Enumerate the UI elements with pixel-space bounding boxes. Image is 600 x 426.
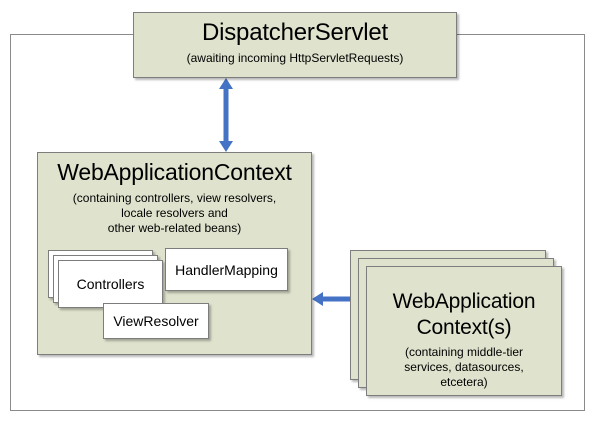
root-application-context-subtitle-line-3: etcetera)	[440, 375, 488, 389]
controllers-box: Controllers	[58, 260, 163, 308]
dispatcher-servlet-box: DispatcherServlet (awaiting incoming Htt…	[133, 12, 457, 78]
web-application-context-subtitle-line-2: locale resolvers and	[121, 206, 228, 220]
root-application-context-box: WebApplication Context(s) (containing mi…	[366, 266, 562, 396]
view-resolver-box: ViewResolver	[103, 303, 209, 339]
web-application-context-subtitle-line-1: (containing controllers, view resolvers,	[72, 191, 277, 205]
root-application-context-subtitle-line-2: services, datasources,	[404, 360, 524, 374]
dispatcher-servlet-title: DispatcherServlet	[201, 19, 388, 46]
handler-mapping-label: HandlerMapping	[175, 262, 278, 278]
controllers-stack: Controllers	[48, 250, 168, 320]
web-application-context-subtitle-line-3: other web-related beans)	[107, 221, 242, 235]
web-context-to-root-context-arrow	[312, 292, 366, 306]
root-application-context-title-line-2: Context(s)	[416, 316, 512, 339]
root-application-context-subtitle: (containing middle-tier services, dataso…	[367, 345, 561, 390]
web-application-context-title: WebApplicationContext	[57, 159, 292, 185]
view-resolver-label: ViewResolver	[113, 313, 199, 329]
web-application-context-subtitle: (containing controllers, view resolvers,…	[38, 191, 311, 236]
root-application-context-title-line-1: WebApplication	[392, 290, 536, 313]
root-application-context-subtitle-line-1: (containing middle-tier	[404, 345, 524, 359]
root-application-context-stack: WebApplication Context(s) (containing mi…	[350, 250, 565, 400]
controllers-label: Controllers	[76, 276, 145, 292]
dispatcher-to-web-context-arrow	[219, 78, 233, 152]
dispatcher-servlet-subtitle: (awaiting incoming HttpServletRequests)	[186, 51, 404, 65]
handler-mapping-box: HandlerMapping	[165, 248, 288, 291]
